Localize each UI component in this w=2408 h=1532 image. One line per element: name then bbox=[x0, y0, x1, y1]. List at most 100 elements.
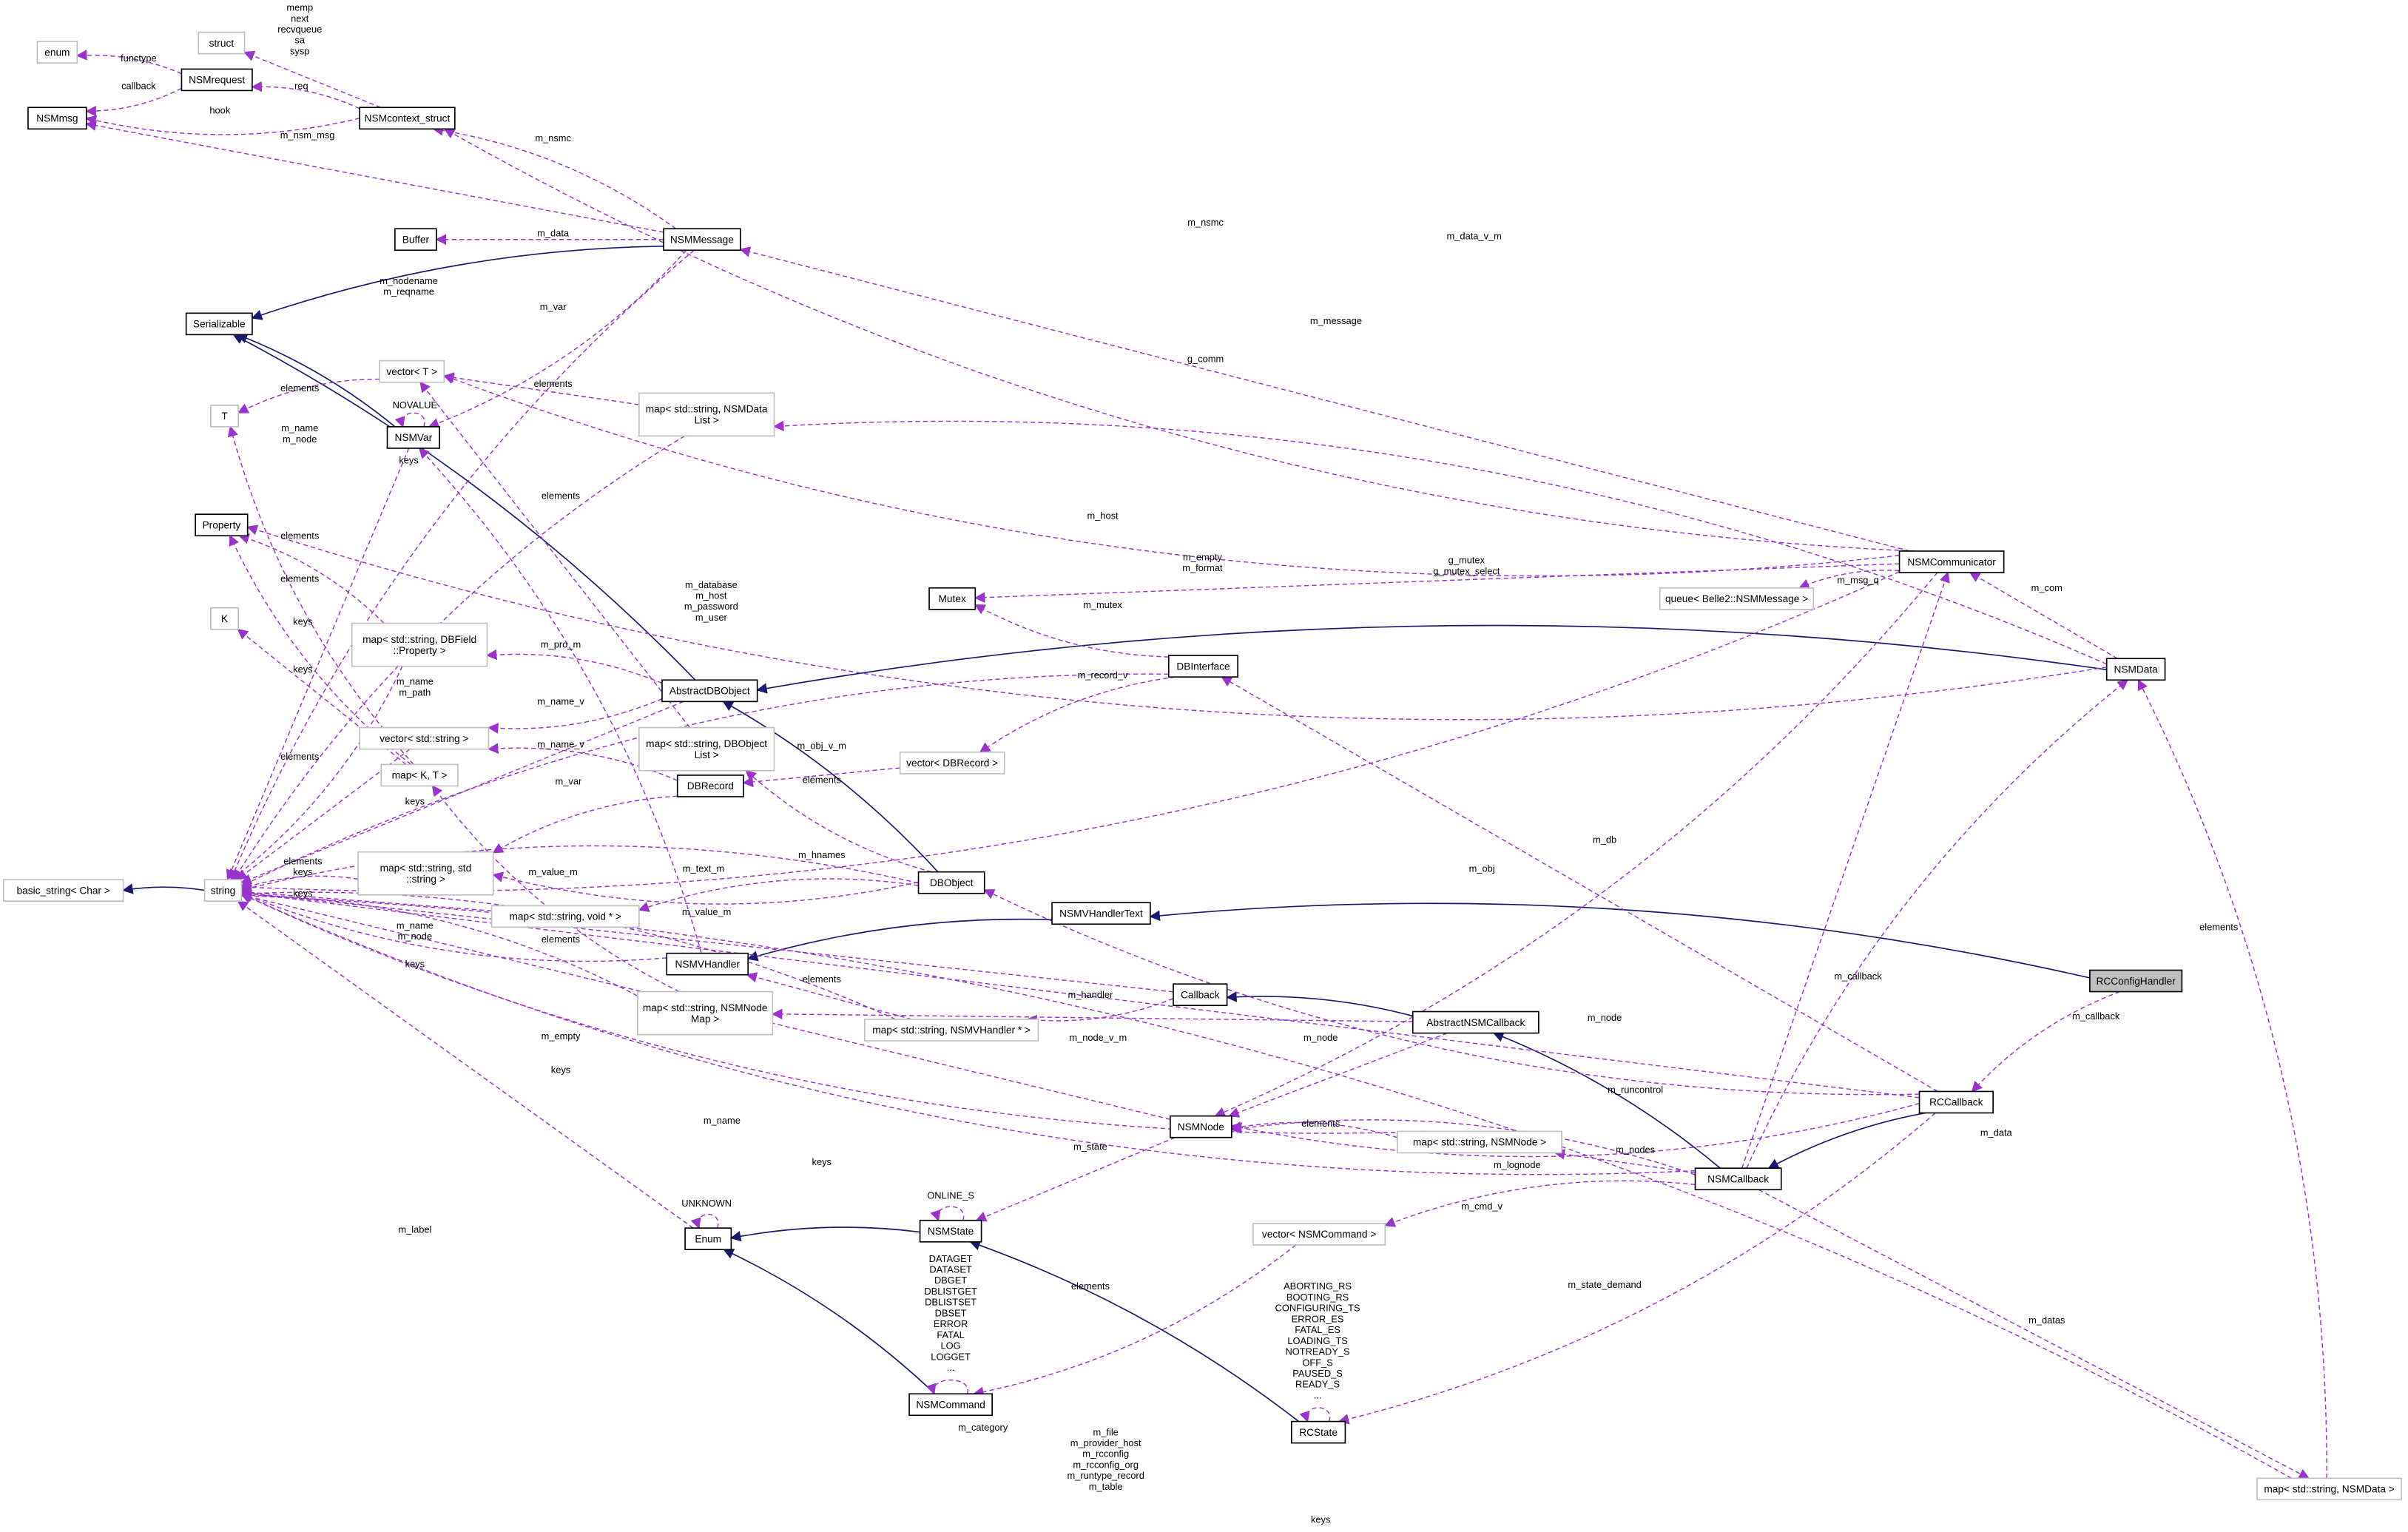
edge-label-m-datas: m_datas bbox=[2028, 1315, 2065, 1326]
class-node-k[interactable]: K bbox=[210, 607, 240, 630]
class-node-nsmvhandler-text[interactable]: NSMVHandlerText bbox=[1051, 902, 1151, 925]
usage-edge-map-nsmdata-to-string bbox=[240, 890, 2292, 1479]
usage-edge-nsmcontext-struct-to-nsmrequest bbox=[251, 81, 360, 109]
class-node-nsmmsg[interactable]: NSMmsg bbox=[27, 107, 87, 130]
class-node-map-vhandler[interactable]: map< std::string, NSMVHandler * > bbox=[864, 1019, 1039, 1042]
class-node-dbrecord[interactable]: DBRecord bbox=[676, 775, 744, 797]
class-node-nsmrequest[interactable]: NSMrequest bbox=[181, 68, 253, 92]
usage-edge-dbobject-to-string bbox=[240, 845, 919, 894]
edge-label-keys: keys bbox=[293, 616, 312, 627]
edge-label-m-nsmc: m_nsmc bbox=[535, 132, 571, 144]
class-node-abstract-nsmcallback[interactable]: AbstractNSMCallback bbox=[1412, 1010, 1539, 1034]
usage-edge-vector-string-to-string bbox=[236, 749, 411, 880]
class-node-basic-string[interactable]: basic_string< Char > bbox=[2, 879, 124, 902]
class-box bbox=[2089, 969, 2183, 993]
class-box bbox=[1252, 1223, 1386, 1246]
class-node-t[interactable]: T bbox=[210, 405, 240, 428]
class-node-vector-t[interactable]: vector< T > bbox=[379, 360, 445, 383]
edge-label-m-label: m_label bbox=[398, 1224, 431, 1235]
class-node-map-nsmdata[interactable]: map< std::string, NSMData > bbox=[2256, 1477, 2402, 1501]
class-node-map-dbfield[interactable]: map< std::string, DBField::Property > bbox=[351, 622, 488, 667]
usage-edge-map-kt-to-t bbox=[227, 425, 414, 765]
usage-edge-map-node-map-to-map-kt bbox=[431, 785, 680, 993]
class-node-abstract-dbobject[interactable]: AbstractDBObject bbox=[661, 679, 758, 703]
class-node-map-string-string[interactable]: map< std::string, std::string > bbox=[357, 851, 494, 896]
class-node-callback[interactable]: Callback bbox=[1173, 983, 1228, 1007]
edge-label-m-node-v-m: m_node_v_m bbox=[1069, 1032, 1127, 1043]
class-name: NSMNode bbox=[1178, 1121, 1224, 1133]
class-node-dbinterface[interactable]: DBInterface bbox=[1167, 655, 1238, 678]
edge-label-elements: elements bbox=[542, 934, 580, 945]
class-name: map< std::string, std::string > bbox=[380, 863, 472, 885]
usage-edge-nsmcallback-to-nsmnode bbox=[1230, 1119, 1696, 1175]
inheritance-edge-rccallback-to-nsmcallback bbox=[1767, 1112, 1926, 1169]
class-node-nsmdata[interactable]: NSMData bbox=[2105, 658, 2166, 681]
usage-edge-vector-nsmcommand-to-nsmcommand bbox=[973, 1244, 1297, 1397]
class-node-struct[interactable]: struct bbox=[198, 31, 246, 55]
class-node-nsmnode[interactable]: NSMNode bbox=[1170, 1115, 1232, 1138]
class-node-vector-dbrecord[interactable]: vector< DBRecord > bbox=[899, 751, 1005, 775]
edge-label-elements: elements bbox=[803, 774, 841, 785]
class-node-queue[interactable]: queue< Belle2::NSMMessage > bbox=[1659, 587, 1815, 610]
class-node-rcstate[interactable]: RCState bbox=[1290, 1420, 1346, 1444]
usage-edge-nsmcommunicator-to-nsmnode bbox=[1214, 572, 1938, 1118]
class-node-nsmcallback[interactable]: NSMCallback bbox=[1694, 1167, 1782, 1191]
edge-label-m-name-v: m_name_v bbox=[537, 739, 584, 750]
class-node-vector-nsmcommand[interactable]: vector< NSMCommand > bbox=[1252, 1223, 1386, 1246]
class-box bbox=[1898, 550, 2005, 573]
class-box bbox=[181, 68, 253, 92]
edge-label-keys: keys bbox=[551, 1064, 570, 1076]
class-name: map< K, T > bbox=[392, 770, 448, 781]
class-node-rccallback[interactable]: RCCallback bbox=[1918, 1090, 1994, 1114]
class-node-map-void[interactable]: map< std::string, void * > bbox=[490, 905, 640, 928]
edge-label-m-name-v: m_name_v bbox=[537, 695, 584, 706]
inheritance-edge-nsmmessage-to-serializable bbox=[251, 245, 664, 320]
usage-edge-map-dbfield-to-property bbox=[238, 533, 385, 624]
class-node-map-nsmnode[interactable]: map< std::string, NSMNode > bbox=[1397, 1130, 1562, 1154]
edge-label-m-pro-m: m_pro_m bbox=[541, 639, 581, 650]
inheritance-edge-abstract-dbobject-to-serializable bbox=[232, 334, 696, 681]
class-node-enum[interactable]: enum bbox=[36, 41, 78, 64]
class-name: NSMState bbox=[928, 1226, 974, 1237]
class-node-serializable[interactable]: Serializable bbox=[185, 312, 253, 336]
class-name: Mutex bbox=[939, 593, 966, 604]
class-box bbox=[908, 1393, 993, 1417]
usage-edge-rcconfig-handler-to-rccallback bbox=[1971, 991, 2120, 1093]
edge-label-elements: elements bbox=[534, 378, 573, 389]
class-node-rcconfig-handler[interactable]: RCConfigHandler bbox=[2089, 969, 2183, 993]
class-node-nsmcommand[interactable]: NSMCommand bbox=[908, 1393, 993, 1417]
class-node-enum[interactable]: Enum bbox=[684, 1227, 732, 1251]
class-name: string bbox=[211, 885, 235, 896]
class-name: K bbox=[221, 613, 228, 624]
class-node-map-kt[interactable]: map< K, T > bbox=[380, 763, 459, 787]
class-name: NSMMessage bbox=[670, 234, 734, 245]
class-node-nsmstate[interactable]: NSMState bbox=[919, 1219, 982, 1243]
edge-label-g-comm: g_comm bbox=[1187, 354, 1224, 365]
edge-label-elements: elements bbox=[1301, 1118, 1340, 1129]
usage-edge-nsmcommunicator-to-vector-t bbox=[442, 374, 1900, 577]
class-node-nsmvhandler[interactable]: NSMVHandler bbox=[666, 952, 749, 976]
class-node-string[interactable]: string bbox=[203, 879, 243, 902]
class-name: NSMVHandlerText bbox=[1059, 908, 1143, 919]
edge-label-m-data: m_data bbox=[1980, 1127, 2013, 1138]
usage-edge-nsmcallback-to-nsmdata bbox=[1746, 679, 2128, 1169]
class-node-mutex[interactable]: Mutex bbox=[928, 587, 977, 610]
usage-edge-rcstate-to-rcstate bbox=[1299, 1407, 1331, 1423]
class-node-buffer[interactable]: Buffer bbox=[394, 228, 437, 252]
class-node-vector-string[interactable]: vector< std::string > bbox=[359, 726, 490, 750]
class-node-nsmmessage[interactable]: NSMMessage bbox=[663, 228, 741, 252]
class-node-nsmvar[interactable]: NSMVar bbox=[386, 426, 440, 449]
class-node-property[interactable]: Property bbox=[195, 513, 249, 537]
usage-edge-nsmnode-to-nsmstate bbox=[975, 1137, 1176, 1222]
class-node-dbobject[interactable]: DBObject bbox=[917, 871, 985, 894]
class-node-nsmcontext-struct[interactable]: NSMcontext_struct bbox=[359, 107, 456, 130]
class-node-nsmcommunicator[interactable]: NSMCommunicator bbox=[1898, 550, 2005, 573]
usage-edge-map-node-map-to-string bbox=[240, 889, 638, 996]
class-name: Enum bbox=[695, 1233, 721, 1244]
